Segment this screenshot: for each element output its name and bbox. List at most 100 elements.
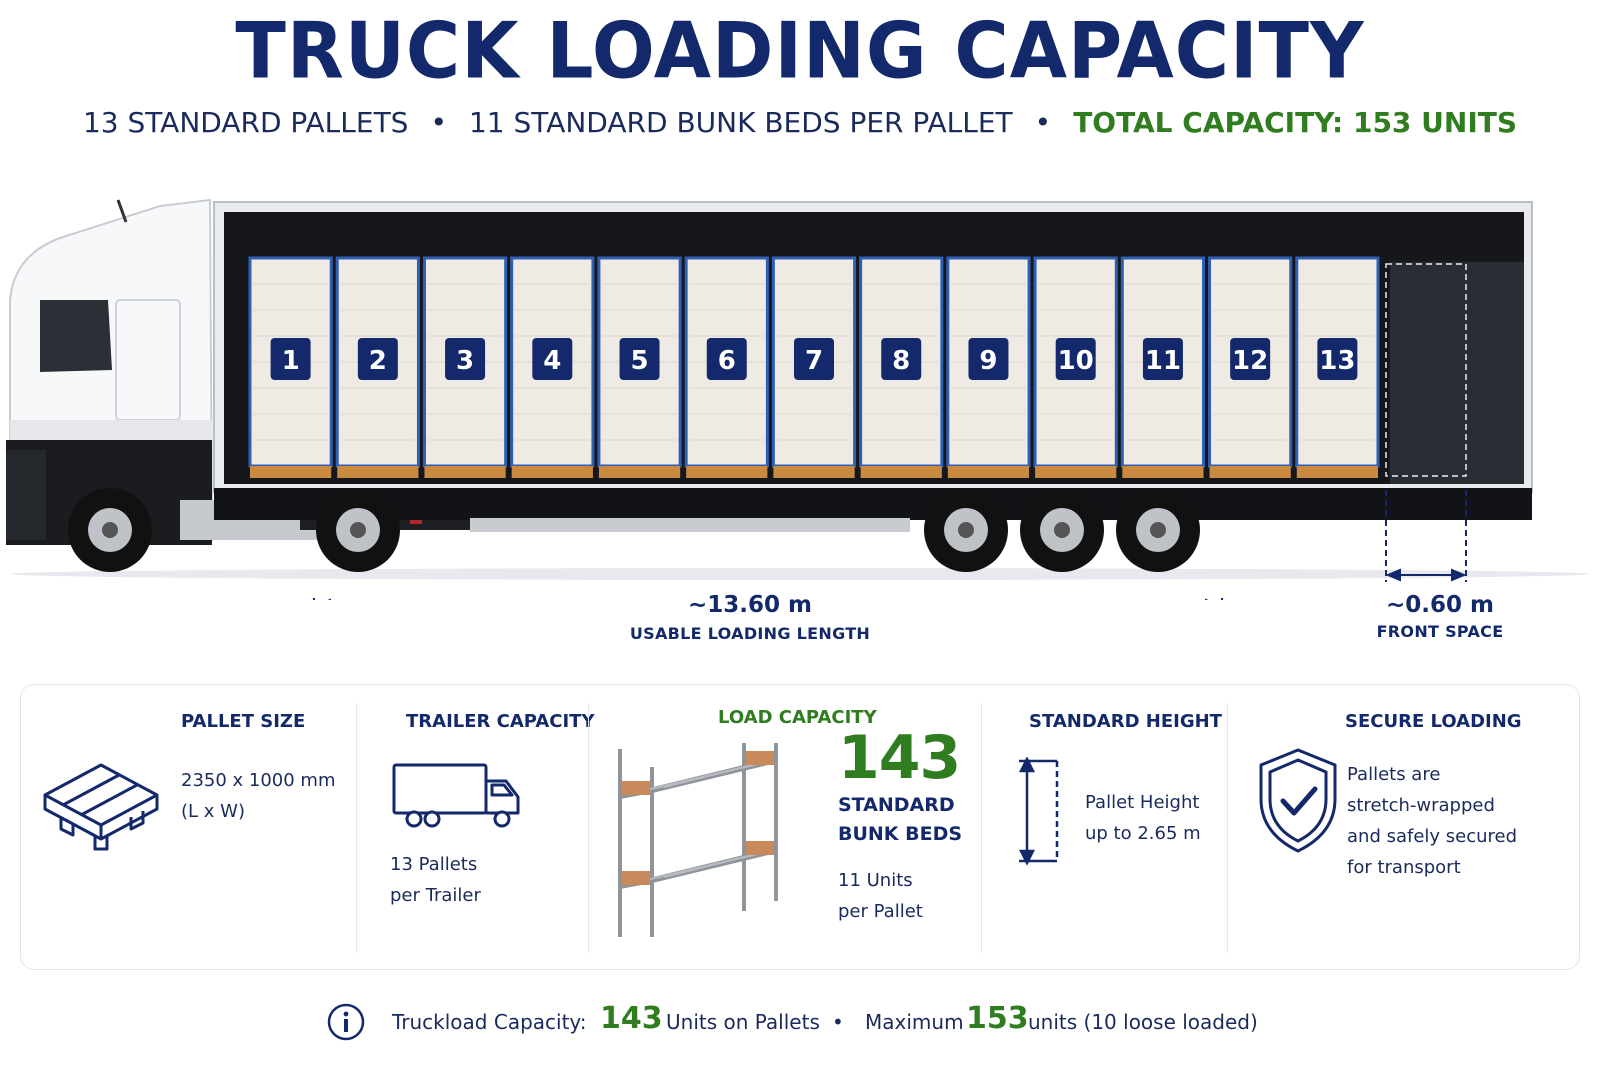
pallet-size-section: PALLET SIZE 2350 x 1000 mm (L x W)	[21, 685, 356, 971]
pallet-10: 10	[1033, 256, 1118, 478]
secure-loading-line-1: Pallets are	[1347, 764, 1441, 785]
divider	[981, 703, 982, 953]
standard-height-value: up to 2.65 m	[1085, 823, 1201, 844]
pallet-number-label: 11	[1145, 346, 1181, 376]
secure-loading-line-4: for transport	[1347, 857, 1461, 878]
length-caption: USABLE LOADING LENGTH	[629, 624, 871, 643]
pallet-number-label: 8	[892, 346, 910, 376]
footer-text-1: Units on Pallets	[666, 1010, 820, 1034]
footer-max-label: Maximum	[865, 1010, 964, 1034]
subtitle-separator: •	[430, 106, 447, 139]
pallet-number-label: 10	[1058, 346, 1094, 376]
load-capacity-number: 143	[838, 723, 961, 793]
trailer-capacity-unit: per Trailer	[390, 885, 481, 906]
pallet-size-dimensions: 2350 x 1000 mm	[181, 770, 336, 791]
pallet-size-title: PALLET SIZE	[181, 711, 306, 732]
pallet-number-badge	[1142, 338, 1183, 380]
trailer-capacity-title: TRAILER CAPACITY	[406, 711, 595, 732]
pallet-number-label: 13	[1319, 346, 1355, 376]
front-space-dimension-line	[1385, 490, 1467, 582]
pallet-11: 11	[1120, 256, 1206, 478]
wheels	[68, 488, 1200, 572]
secure-loading-section: SECURE LOADING Pallets are stretch-wrapp…	[1227, 685, 1581, 971]
load-capacity-label-1: STANDARD	[838, 794, 955, 816]
pallet-number-badge	[1230, 338, 1271, 380]
pallet-number-label: 5	[630, 346, 648, 376]
load-capacity-units: 11 Units	[838, 870, 913, 891]
load-capacity-section: LOAD CAPACITY 143 STANDARD BUNK BEDS 11 …	[588, 685, 981, 971]
pallet-size-unit: (L x W)	[181, 801, 245, 822]
pallet-7: 7	[771, 256, 857, 478]
front-value: ~0.60 m	[1386, 592, 1494, 618]
pallet-5: 5	[597, 256, 682, 478]
pallet-number-label: 6	[718, 346, 736, 376]
load-capacity-label-2: BUNK BEDS	[838, 823, 963, 845]
truck-icon	[392, 763, 520, 828]
trailer-capacity-section: TRAILER CAPACITY 13 Pallets per Trailer	[356, 685, 595, 971]
footer-label: Truckload Capacity:	[392, 1010, 587, 1034]
footer-text-2: units (10 loose loaded)	[1028, 1010, 1258, 1034]
secure-loading-line-2: stretch-wrapped	[1347, 795, 1495, 816]
pallet-number-badge	[706, 338, 747, 380]
pallet-13: 13	[1295, 256, 1380, 478]
pallet-number-badge	[357, 338, 398, 380]
pallet-1: 1	[248, 256, 333, 478]
footer-number-1: 143	[600, 1001, 663, 1036]
front-space-label: ~0.60 m FRONT SPACE	[1360, 592, 1520, 641]
pallet-9: 9	[946, 256, 1031, 478]
pallet-number-badge	[794, 338, 834, 380]
pallet-number-badge	[270, 338, 311, 380]
pallet-number-label: 12	[1232, 346, 1268, 376]
pallet-number-label: 3	[456, 346, 474, 376]
pallet-2: 2	[335, 256, 420, 478]
standard-height-label: Pallet Height	[1085, 792, 1200, 813]
load-capacity-title: LOAD CAPACITY	[718, 707, 877, 728]
pallet-icon	[43, 763, 159, 851]
pallet-8: 8	[859, 256, 944, 478]
trailer-capacity-count: 13 Pallets	[390, 854, 478, 875]
pallet-3: 3	[422, 256, 508, 478]
subtitle-pallets: 13 STANDARD PALLETS	[82, 106, 409, 139]
page-title: TRUCK LOADING CAPACITY	[235, 5, 1365, 97]
pallet-number-label: 2	[369, 346, 387, 376]
shield-check-icon	[1259, 748, 1337, 853]
footer-number-2: 153	[966, 1001, 1029, 1036]
pallet-number-badge	[1055, 338, 1096, 380]
pallet-number-label: 4	[543, 346, 561, 376]
footer-summary: Truckload Capacity: 143 Units on Pallets…	[0, 1000, 1600, 1044]
pallet-number-badge	[968, 338, 1009, 380]
front-caption: FRONT SPACE	[1376, 622, 1504, 641]
divider	[588, 703, 589, 953]
pallet-number-badge	[881, 338, 922, 380]
footer-separator: •	[832, 1010, 844, 1034]
info-panel: PALLET SIZE 2350 x 1000 mm (L x W) TRAIL…	[20, 684, 1580, 970]
standard-height-section: STANDARD HEIGHT Pallet Height up to 2.65…	[981, 685, 1227, 971]
secure-loading-line-3: and safely secured	[1347, 826, 1518, 847]
load-capacity-per: per Pallet	[838, 901, 923, 922]
divider	[1227, 703, 1228, 953]
info-icon	[327, 1003, 365, 1041]
subtitle-separator: •	[1034, 106, 1052, 139]
length-label: ~13.60 m	[650, 592, 850, 618]
bunk-bed-icon	[618, 743, 778, 937]
subtitle-beds: 11 STANDARD BUNK BEDS PER PALLET	[468, 106, 1013, 139]
length-caption-wrap: USABLE LOADING LENGTH	[600, 624, 900, 643]
secure-loading-title: SECURE LOADING	[1345, 711, 1522, 732]
pallet-number-label: 1	[282, 346, 300, 376]
pallet-number-label: 7	[805, 346, 823, 376]
pallet-6: 6	[684, 256, 769, 478]
standard-height-title: STANDARD HEIGHT	[1029, 711, 1222, 732]
pallet-4: 4	[510, 256, 595, 478]
pallet-number-badge	[1317, 338, 1358, 380]
pallet-number-badge	[445, 338, 486, 380]
pallet-number-badge	[619, 338, 660, 380]
divider	[356, 703, 357, 953]
page-subtitle: 13 STANDARD PALLETS • 11 STANDARD BUNK BED…	[0, 106, 1600, 139]
pallet-12: 12	[1208, 256, 1293, 478]
height-icon	[1018, 757, 1059, 866]
length-value: ~13.60 m	[688, 592, 812, 618]
pallet-number-label: 9	[979, 346, 997, 376]
subtitle-total: TOTAL CAPACITY: 153 UNITS	[1073, 106, 1518, 139]
